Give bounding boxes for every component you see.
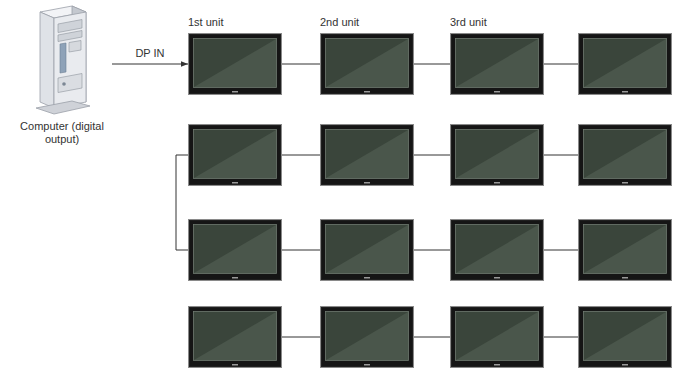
unit-label: 1st unit [188,16,223,29]
display-unit: 2nd unit [320,33,414,95]
computer: Computer (digital output) [14,4,110,146]
monitor-icon [450,33,544,95]
monitor-icon [320,33,414,95]
cable [112,64,188,65]
unit-label: 2nd unit [320,16,359,29]
unit-label: 3rd unit [450,16,487,29]
display-unit: 3rd unit [450,33,544,95]
cable [414,64,450,65]
device-label: Computer (digital output) [16,120,108,146]
cable [282,64,320,65]
port-label: DP IN [134,47,165,60]
monitor-icon [188,33,282,95]
display-unit: 1st unit [188,33,282,95]
